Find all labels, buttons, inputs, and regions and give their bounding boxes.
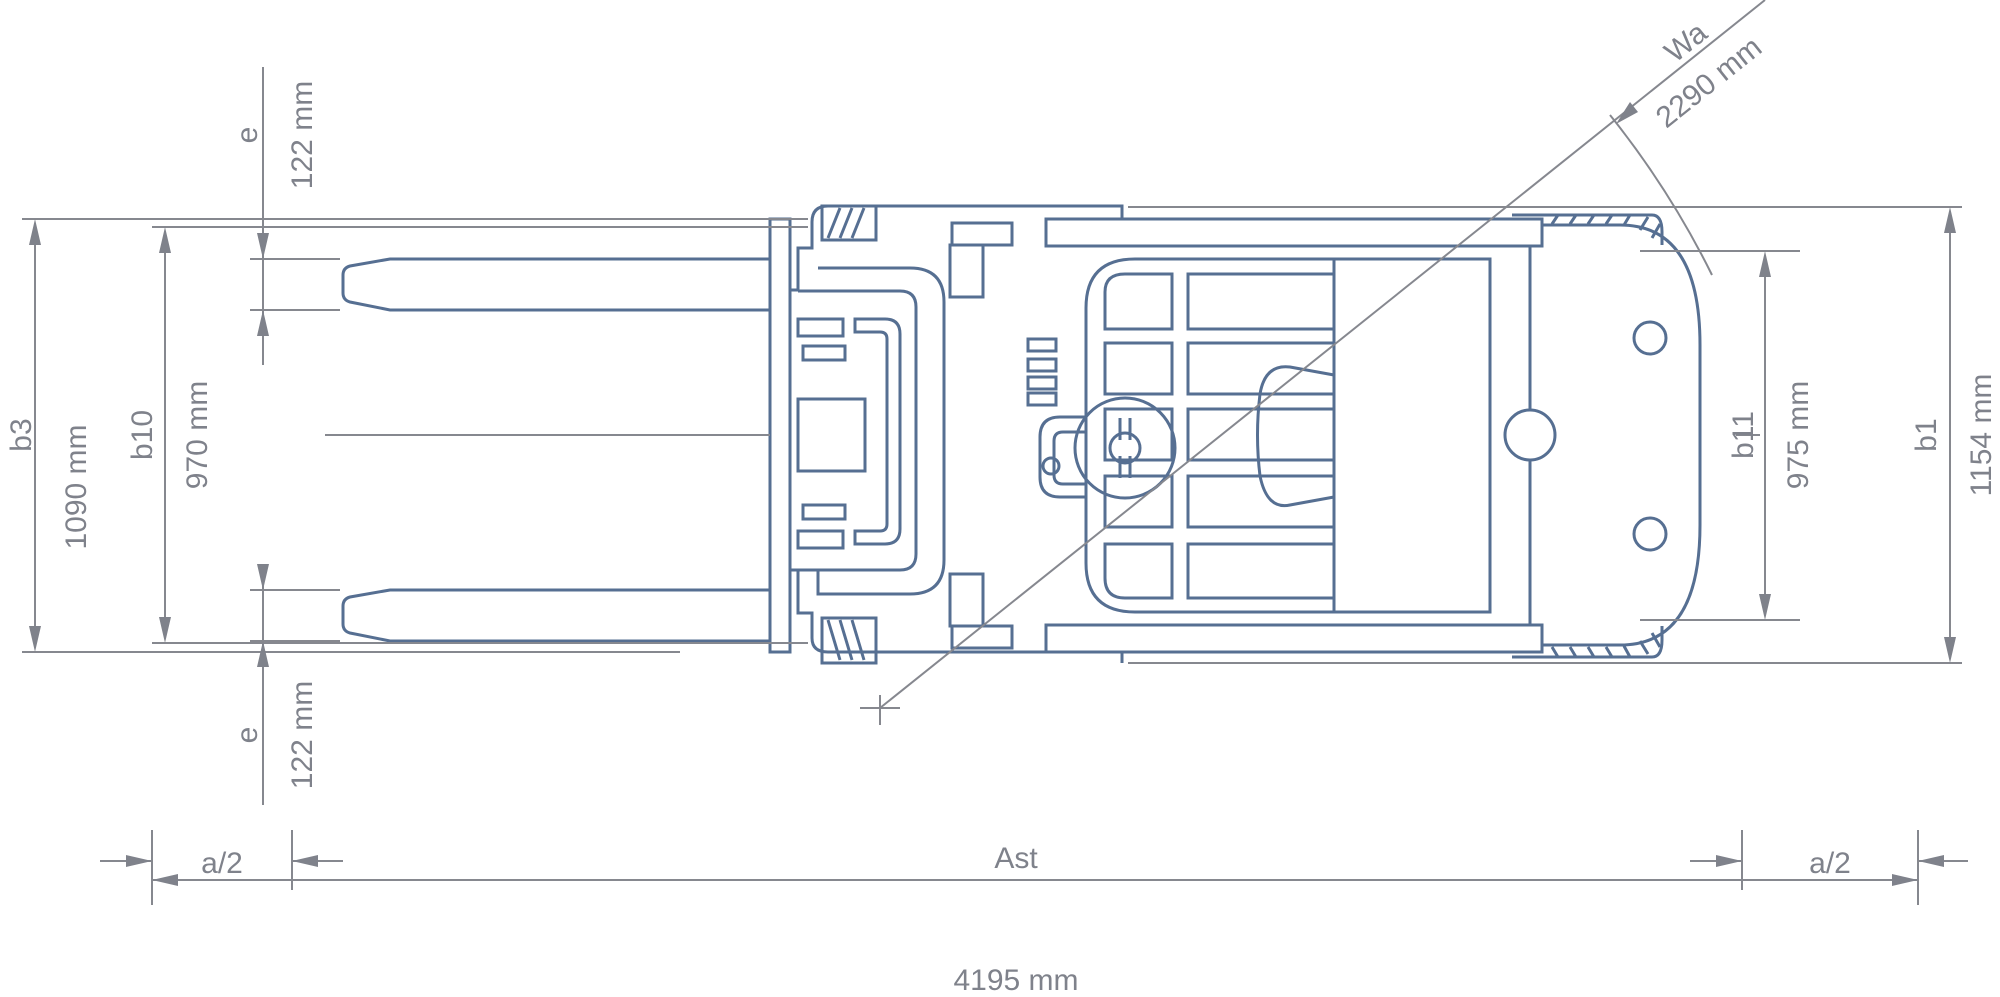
b11-value: 975 mm [1782, 381, 1815, 489]
operator-compartment [1084, 257, 1334, 614]
ast-symbol: Ast [994, 842, 1038, 875]
steering-wheel [1073, 396, 1177, 500]
b1-symbol: b1 [1910, 418, 1943, 451]
e-bottom-value: 122 mm [286, 681, 319, 789]
b10-value: 970 mm [181, 381, 214, 489]
dimension-lines [22, 0, 1968, 905]
b10-symbol: b10 [126, 410, 159, 460]
tiller-pivot [1503, 408, 1557, 462]
fork-top [341, 257, 770, 312]
a2-left-label: a/2 [201, 847, 243, 880]
e-top-value: 122 mm [286, 81, 319, 189]
b3-symbol: b3 [5, 418, 38, 451]
e-bottom-symbol: e [231, 727, 264, 744]
ast-value: 4195 mm [953, 964, 1078, 997]
wa-symbol: Wa [1659, 16, 1714, 69]
b11-symbol: b11 [1727, 411, 1760, 459]
forklift-top-view [341, 204, 1702, 665]
fork-bottom [341, 588, 770, 643]
fork-carriage [768, 217, 792, 654]
counterweight [1542, 223, 1702, 647]
b3-value: 1090 mm [60, 424, 93, 549]
b1-value: 1154 mm [1965, 374, 1998, 497]
a2-right-label: a/2 [1809, 847, 1851, 880]
e-top-symbol: e [231, 127, 264, 144]
